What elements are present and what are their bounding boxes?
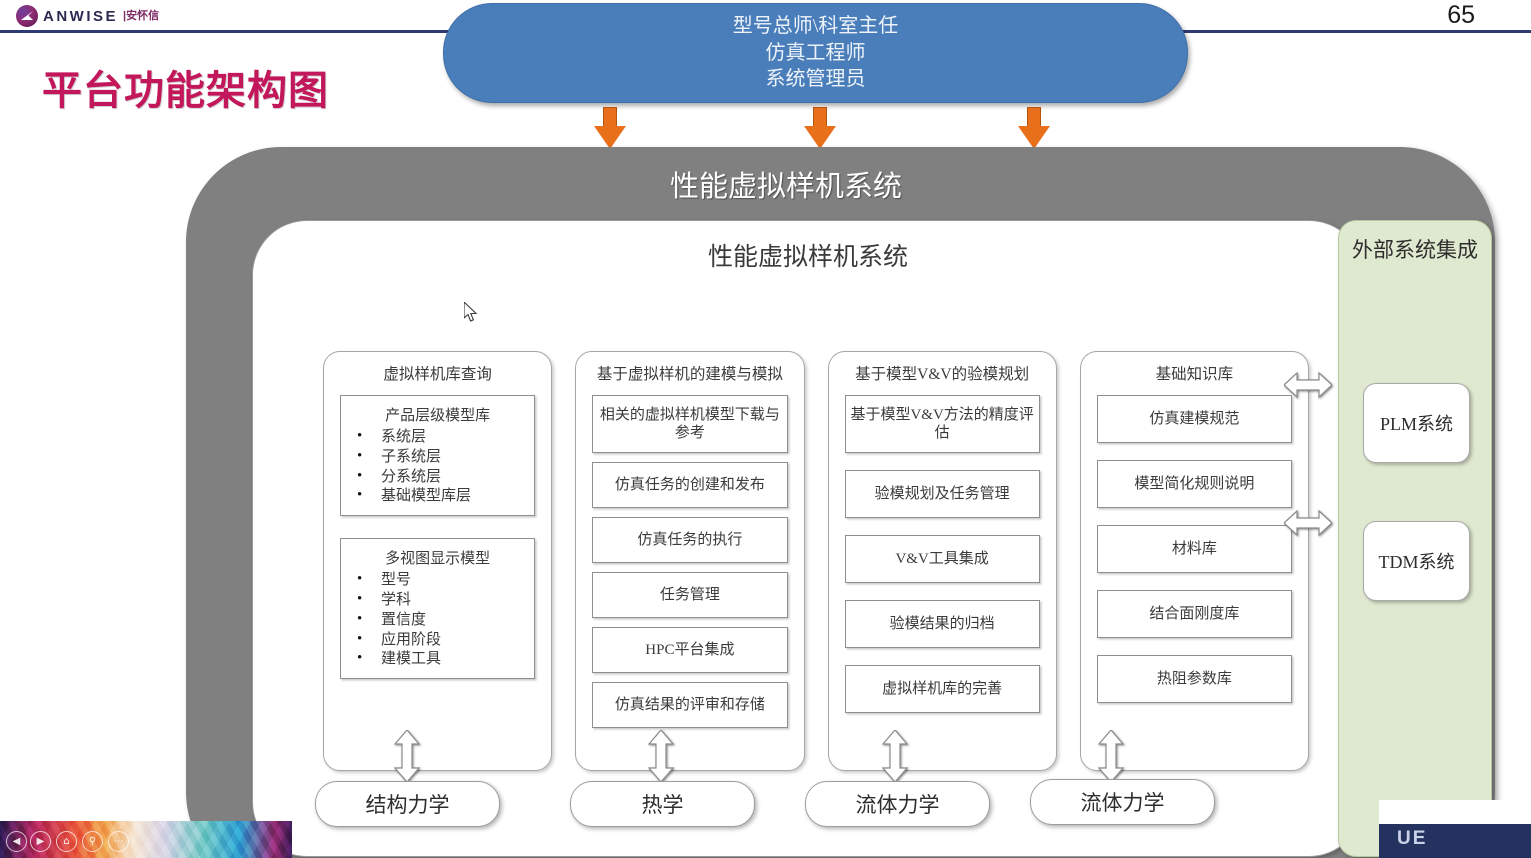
list-item[interactable]: 热阻参数库 [1096,655,1292,704]
column-vv-validation-planning[interactable]: 基于模型V&V的验模规划 基于模型V&V方法的精度评估 验模规划及任务管理 V&… [827,351,1057,771]
list-item: 建模工具 [351,649,528,670]
external-systems-panel[interactable]: 外部系统集成 PLM系统 TDM系统 [1338,220,1492,857]
bottom-right-text: UE [1397,828,1428,849]
list-item: 子系统层 [351,447,528,468]
list-item[interactable]: 验模结果的归档 [844,600,1040,649]
brand-name: ANWISE [43,7,118,25]
external-systems-title: 外部系统集成 [1352,238,1478,262]
list-item[interactable]: 任务管理 [592,572,788,619]
column-title: 基础知识库 [1155,366,1234,383]
group-title: 多视图显示模型 [385,551,491,568]
list-item: 置信度 [351,610,528,631]
list-item[interactable]: HPC平台集成 [592,627,788,674]
column-items: 基于模型V&V方法的精度评估 验模规划及任务管理 V&V工具集成 验模结果的归档… [829,395,1056,714]
taskbar-strip[interactable]: ◀ ▶ ⌂ ⚲ ⋯ [0,821,292,858]
double-arrow-icon-plm [1284,370,1332,400]
column-title: 基于虚拟样机的建模与模拟 [596,366,783,383]
bottom-right-navy-band: UE [1379,824,1531,858]
list-item: 系统层 [351,427,528,448]
column-items: 仿真建模规范 模型简化规则说明 材料库 结合面刚度库 热阻参数库 [1081,395,1308,704]
discipline-box-fluid-1[interactable]: 流体力学 [805,781,990,827]
discipline-box-thermal[interactable]: 热学 [570,781,755,827]
brand-logo: ANWISE |安怀信 [16,3,159,29]
system-title: 性能虚拟样机系统 [669,171,902,203]
list-item[interactable]: 结合面刚度库 [1096,590,1292,639]
group-bullet-list: 系统层 子系统层 分系统层 基础模型库层 [347,427,528,507]
double-arrow-icon-discipline-2 [647,730,675,782]
double-arrow-icon-discipline-4 [1097,730,1125,782]
system-inner-panel: 性能虚拟样机系统 虚拟样机库查询 产品层级模型库 系统层 子系统层 分系统层 基… [252,220,1364,857]
column-title: 虚拟样机库查询 [383,366,492,383]
list-item: 分系统层 [351,467,528,488]
down-arrow-icon-3 [1018,107,1050,149]
home-icon[interactable]: ⌂ [56,831,77,852]
column-items: 相关的虚拟样机模型下载与参考 仿真任务的创建和发布 仿真任务的执行 任务管理 H… [576,395,803,729]
list-item: 基础模型库层 [351,486,528,507]
discipline-box-structural[interactable]: 结构力学 [315,781,500,827]
list-item[interactable]: 仿真任务的执行 [592,517,788,564]
group-title: 产品层级模型库 [385,408,491,425]
function-columns: 虚拟样机库查询 产品层级模型库 系统层 子系统层 分系统层 基础模型库层 [323,351,1309,771]
double-arrow-icon-discipline-1 [393,730,421,782]
role-line-3: 系统管理员 [765,68,866,91]
column-title: 基于模型V&V的验模规划 [855,366,1030,383]
list-item: 应用阶段 [351,630,528,651]
list-item[interactable]: 基于模型V&V方法的精度评估 [844,395,1040,454]
column-groups: 产品层级模型库 系统层 子系统层 分系统层 基础模型库层 多视图显示模型 [324,395,551,680]
list-item[interactable]: 仿真任务的创建和发布 [592,462,788,509]
list-item[interactable]: 仿真结果的评审和存储 [592,682,788,729]
mouse-cursor-icon [463,300,480,324]
bottom-right-white-cap [1379,800,1531,824]
roles-banner: 型号总师\科室主任 仿真工程师 系统管理员 [443,3,1188,103]
down-arrow-icon-2 [804,107,836,149]
back-icon[interactable]: ◀ [6,831,27,852]
list-item[interactable]: 仿真建模规范 [1096,395,1292,444]
play-icon[interactable]: ▶ [30,831,51,852]
external-system-plm[interactable]: PLM系统 [1363,383,1470,463]
anwise-logo-mark-icon [16,5,38,27]
discipline-box-fluid-2[interactable]: 流体力学 [1030,779,1215,825]
search-icon[interactable]: ⚲ [82,831,103,852]
double-arrow-icon-tdm [1284,508,1332,538]
list-item: 学科 [351,590,528,611]
role-line-1: 型号总师\科室主任 [732,15,899,38]
column-virtual-prototype-query[interactable]: 虚拟样机库查询 产品层级模型库 系统层 子系统层 分系统层 基础模型库层 [323,351,553,771]
group-multiview-model[interactable]: 多视图显示模型 型号 学科 置信度 应用阶段 建模工具 [340,538,536,680]
double-arrow-icon-discipline-3 [881,730,909,782]
list-item[interactable]: 相关的虚拟样机模型下载与参考 [592,395,788,454]
group-bullet-list: 型号 学科 置信度 应用阶段 建模工具 [347,570,528,670]
group-product-model-library[interactable]: 产品层级模型库 系统层 子系统层 分系统层 基础模型库层 [340,395,536,517]
column-modeling-and-simulation[interactable]: 基于虚拟样机的建模与模拟 相关的虚拟样机模型下载与参考 仿真任务的创建和发布 仿… [575,351,805,771]
down-arrow-icon-1 [594,107,626,149]
system-inner-title: 性能虚拟样机系统 [707,244,908,271]
role-line-2: 仿真工程师 [765,41,866,64]
list-item[interactable]: 材料库 [1096,525,1292,574]
list-item[interactable]: 虚拟样机库的完善 [844,665,1040,714]
list-item[interactable]: 验模规划及任务管理 [844,470,1040,519]
brand-name-cn: |安怀信 [123,9,160,22]
list-item: 型号 [351,570,528,591]
page-number: 65 [1447,1,1475,29]
external-system-tdm[interactable]: TDM系统 [1363,521,1470,601]
list-item[interactable]: 模型简化规则说明 [1096,460,1292,509]
column-knowledge-base[interactable]: 基础知识库 仿真建模规范 模型简化规则说明 材料库 结合面刚度库 热阻参数库 [1079,351,1309,771]
list-item[interactable]: V&V工具集成 [844,535,1040,584]
page-title: 平台功能架构图 [42,69,329,113]
system-container: 性能虚拟样机系统 性能虚拟样机系统 虚拟样机库查询 产品层级模型库 系统层 子系… [186,147,1495,858]
more-icon[interactable]: ⋯ [108,831,129,852]
